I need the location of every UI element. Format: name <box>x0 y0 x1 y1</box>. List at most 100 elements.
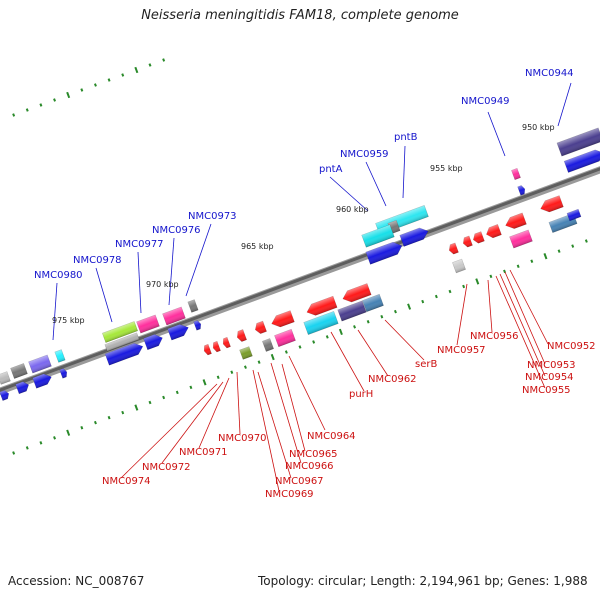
leader-line <box>270 362 302 464</box>
scale-tick <box>584 239 588 243</box>
scale-tick <box>134 66 139 74</box>
gene-feature-shading <box>262 338 274 352</box>
gene-label-nmc0965[interactable]: NMC0965 <box>289 449 338 460</box>
leader-line <box>288 355 326 431</box>
gene-label-nmc0959[interactable]: NMC0959 <box>340 149 389 160</box>
scale-tick <box>25 108 29 112</box>
scale-tick <box>12 451 16 455</box>
gene-label-nmc0955[interactable]: NMC0955 <box>522 385 571 396</box>
scale-tick <box>39 103 43 107</box>
leader-line <box>384 319 425 361</box>
scale-tick <box>202 379 207 386</box>
gene-feature <box>104 342 144 366</box>
gene-label-nmc0957[interactable]: NMC0957 <box>437 345 486 356</box>
gene-feature <box>136 314 160 334</box>
gene-label-purh[interactable]: purH <box>349 389 373 400</box>
gene-feature <box>10 363 28 379</box>
scale-tick <box>93 420 97 425</box>
gene-label-nmc0944[interactable]: NMC0944 <box>525 68 574 79</box>
leader-line <box>95 267 113 323</box>
gene-feature-shading <box>0 390 9 401</box>
gene-feature <box>473 231 485 244</box>
gene-feature <box>399 227 429 247</box>
gene-feature <box>540 195 564 213</box>
scale-tick <box>162 58 166 62</box>
scale-label-975: 975 kbp <box>52 316 85 325</box>
gene-feature <box>101 321 139 343</box>
scale-tick <box>121 73 125 77</box>
gene-feature-shading <box>505 212 527 229</box>
gene-feature-shading <box>237 329 247 342</box>
leader-line <box>161 381 224 464</box>
gene-feature-shading <box>102 321 138 343</box>
gene-label-nmc0952[interactable]: NMC0952 <box>547 341 596 352</box>
leader-line <box>456 283 468 346</box>
scale-label-950: 950 kbp <box>522 123 555 132</box>
gene-feature <box>274 328 296 348</box>
leader-line <box>504 271 546 365</box>
gene-label-nmc0972[interactable]: NMC0972 <box>142 462 191 473</box>
gene-feature-shading <box>143 334 163 350</box>
scale-tick <box>39 441 43 445</box>
scale-tick <box>25 446 29 450</box>
gene-label-nmc0954[interactable]: NMC0954 <box>525 372 574 383</box>
gene-label-nmc0971[interactable]: NMC0971 <box>179 447 228 458</box>
leader-line <box>357 329 389 377</box>
scale-tick <box>448 289 452 294</box>
gene-feature <box>342 283 372 303</box>
leader-line <box>137 251 142 314</box>
minus-strand-labels: NMC0952 NMC0953 NMC0954 NMC0955 NMC0956 … <box>102 331 596 500</box>
gene-feature-shading <box>361 224 395 248</box>
gene-label-nmc0949[interactable]: NMC0949 <box>461 96 510 107</box>
scale-tick <box>93 83 97 87</box>
map-title: Neisseria meningitidis FAM18, complete g… <box>141 8 459 23</box>
gene-label-nmc0980[interactable]: NMC0980 <box>34 270 83 281</box>
gene-label-pntb[interactable]: pntB <box>394 132 418 143</box>
gene-label-nmc0978[interactable]: NMC0978 <box>73 255 122 266</box>
gene-feature-shading <box>0 371 11 385</box>
gene-label-nmc0966[interactable]: NMC0966 <box>285 461 334 472</box>
scale-ticks <box>12 58 588 455</box>
leader-line <box>499 273 546 377</box>
scale-tick <box>434 294 438 299</box>
gene-feature <box>306 295 338 316</box>
gene-feature <box>193 320 202 331</box>
gene-label-nmc0967[interactable]: NMC0967 <box>275 476 324 487</box>
scale-label-960: 960 kbp <box>336 205 369 214</box>
scale-tick <box>175 390 179 395</box>
leader-line <box>329 176 369 212</box>
gene-features <box>0 127 600 401</box>
gene-feature <box>271 310 295 328</box>
gene-feature <box>556 127 600 157</box>
gene-label-nmc0962[interactable]: NMC0962 <box>368 374 417 385</box>
leader-line <box>52 282 58 341</box>
gene-feature-shading <box>15 381 29 394</box>
gene-feature <box>212 340 221 353</box>
leader-line <box>495 275 546 389</box>
leader-line <box>198 377 230 449</box>
gene-feature <box>448 242 459 255</box>
gene-feature <box>509 229 533 249</box>
gene-feature <box>187 299 199 313</box>
gene-label-nmc0956[interactable]: NMC0956 <box>470 331 519 342</box>
scale-tick <box>66 91 71 99</box>
gene-feature-shading <box>342 283 372 303</box>
scale-tick <box>380 314 384 319</box>
scale-tick <box>257 360 261 364</box>
gene-label-nmc0976[interactable]: NMC0976 <box>152 225 201 236</box>
gene-feature-shading <box>337 300 367 322</box>
gene-feature-shading <box>54 349 66 363</box>
gene-label-nmc0953[interactable]: NMC0953 <box>527 360 576 371</box>
gene-label-nmc0970[interactable]: NMC0970 <box>218 433 267 444</box>
scale-tick <box>53 98 57 102</box>
gene-label-nmc0977[interactable]: NMC0977 <box>115 239 164 250</box>
leader-line <box>236 371 241 435</box>
gene-label-nmc0964[interactable]: NMC0964 <box>307 431 356 442</box>
gene-label-nmc0974[interactable]: NMC0974 <box>102 476 151 487</box>
gene-label-nmc0969[interactable]: NMC0969 <box>265 489 314 500</box>
gene-label-pnta[interactable]: pntA <box>319 164 343 175</box>
gene-label-serb[interactable]: serB <box>415 359 437 370</box>
gene-feature <box>239 346 253 360</box>
gene-label-nmc0973[interactable]: NMC0973 <box>188 211 237 222</box>
gene-feature-shading <box>452 259 466 273</box>
